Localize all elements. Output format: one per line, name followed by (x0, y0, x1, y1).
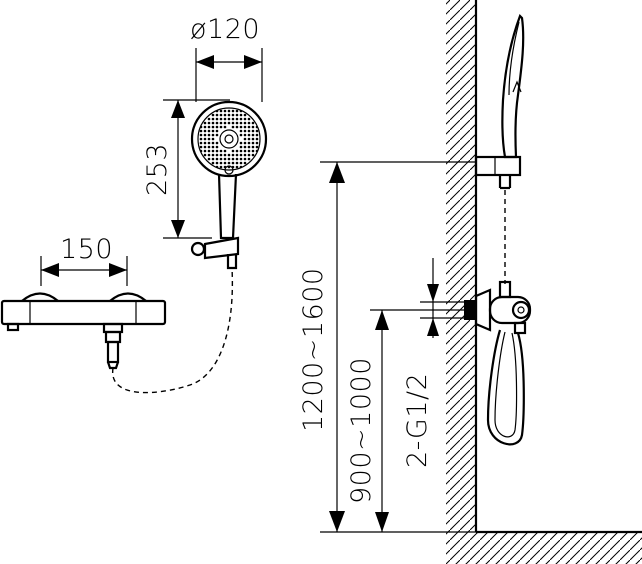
shower-head (190, 100, 268, 270)
wall-section (320, 0, 642, 564)
rail-height-label: 1200~1600 (298, 267, 329, 432)
mixer-view: 150 (0, 234, 234, 394)
height-dimensions: 1200~1600 900~1000 2-G1/2 (298, 161, 476, 532)
connection-label: 2-G1/2 (402, 373, 433, 468)
head-diameter-label: ø120 (190, 14, 260, 45)
mixer-height-label: 900~1000 (346, 357, 377, 504)
head-height-label: 253 (142, 143, 173, 196)
shower-head-view: ø120 253 (142, 14, 268, 270)
side-view-fixture (464, 14, 532, 446)
mixer-width-label: 150 (60, 234, 113, 265)
